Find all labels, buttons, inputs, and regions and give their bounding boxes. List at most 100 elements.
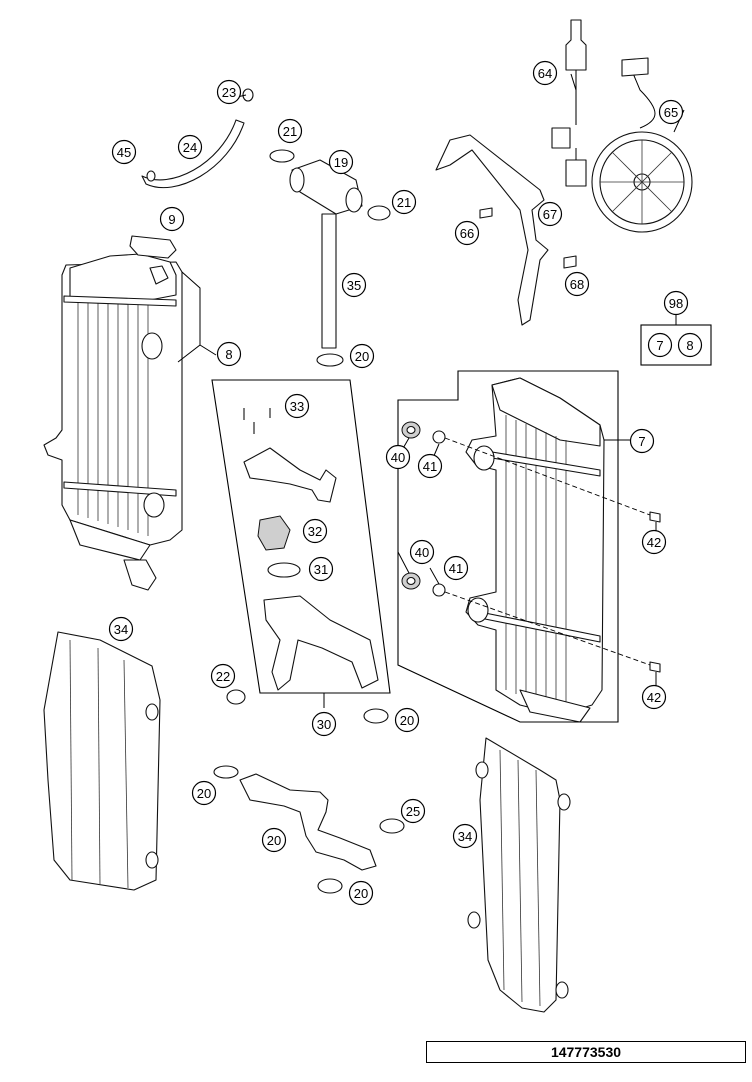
callout-number: 42 bbox=[647, 535, 661, 550]
callout-24: 24 bbox=[177, 134, 203, 160]
lower-hose-assembly bbox=[213, 689, 405, 894]
callout-number: 21 bbox=[283, 124, 297, 139]
callout-circle bbox=[108, 616, 134, 642]
callout-8: 8 bbox=[677, 332, 703, 358]
callout-circle bbox=[328, 149, 354, 175]
callout-34: 34 bbox=[452, 823, 478, 849]
callout-20: 20 bbox=[349, 343, 375, 369]
right-radiator-spoiler bbox=[467, 737, 571, 1013]
callout-41: 41 bbox=[443, 555, 469, 581]
callout-number: 68 bbox=[570, 277, 584, 292]
thermostat-group-frame bbox=[211, 379, 391, 694]
callout-68: 68 bbox=[564, 271, 590, 297]
callout-number: 33 bbox=[290, 399, 304, 414]
callout-circle bbox=[391, 189, 417, 215]
callout-circle bbox=[111, 139, 137, 165]
callout-40: 40 bbox=[385, 444, 411, 470]
callout-25: 25 bbox=[400, 798, 426, 824]
fan-bracket bbox=[435, 134, 577, 326]
callout-circle bbox=[663, 290, 689, 316]
callout-circle bbox=[308, 556, 334, 582]
callout-98: 98 bbox=[663, 290, 689, 316]
thermostat-parts bbox=[243, 408, 379, 691]
callout-number: 7 bbox=[656, 338, 663, 353]
left-radiator bbox=[43, 235, 183, 591]
callout-23: 23 bbox=[216, 79, 242, 105]
callout-66: 66 bbox=[454, 220, 480, 246]
callout-number: 66 bbox=[460, 226, 474, 241]
callout-number: 23 bbox=[222, 85, 236, 100]
callout-circle bbox=[658, 99, 684, 125]
callout-32: 32 bbox=[302, 518, 328, 544]
callout-circle bbox=[216, 79, 242, 105]
callout-40: 40 bbox=[409, 539, 435, 565]
callout-number: 9 bbox=[168, 212, 175, 227]
callout-number: 34 bbox=[458, 829, 472, 844]
callout-number: 42 bbox=[647, 690, 661, 705]
callout-circle bbox=[394, 707, 420, 733]
callout-number: 45 bbox=[117, 145, 131, 160]
callout-number: 40 bbox=[391, 450, 405, 465]
callout-number: 20 bbox=[267, 833, 281, 848]
callout-circle bbox=[341, 272, 367, 298]
callout-30: 30 bbox=[311, 711, 337, 737]
callout-number: 98 bbox=[669, 296, 683, 311]
callout-number: 40 bbox=[415, 545, 429, 560]
callout-number: 20 bbox=[197, 786, 211, 801]
radiator-bracket-line bbox=[177, 271, 201, 363]
callout-circle bbox=[400, 798, 426, 824]
callout-number: 64 bbox=[538, 66, 552, 81]
callout-circle bbox=[159, 206, 185, 232]
callout-number: 8 bbox=[686, 338, 693, 353]
callout-circle bbox=[677, 332, 703, 358]
callout-19: 19 bbox=[328, 149, 354, 175]
callout-circle bbox=[647, 332, 673, 358]
callout-number: 19 bbox=[334, 155, 348, 170]
callout-20: 20 bbox=[261, 827, 287, 853]
callout-circle bbox=[409, 539, 435, 565]
callout-number: 41 bbox=[423, 459, 437, 474]
callout-64: 64 bbox=[532, 60, 558, 86]
callout-circle bbox=[210, 663, 236, 689]
callout-circle bbox=[564, 271, 590, 297]
callout-circle bbox=[261, 827, 287, 853]
callout-circle bbox=[302, 518, 328, 544]
kit-box bbox=[640, 315, 712, 366]
callout-20: 20 bbox=[348, 880, 374, 906]
callout-22: 22 bbox=[210, 663, 236, 689]
callout-circle bbox=[417, 453, 443, 479]
callout-20: 20 bbox=[191, 780, 217, 806]
callout-number: 41 bbox=[449, 561, 463, 576]
callout-circle bbox=[277, 118, 303, 144]
callout-circle bbox=[191, 780, 217, 806]
callout-circle bbox=[284, 393, 310, 419]
callout-67: 67 bbox=[537, 201, 563, 227]
callout-number: 30 bbox=[317, 717, 331, 732]
callout-number: 22 bbox=[216, 669, 230, 684]
callout-circle bbox=[349, 343, 375, 369]
callout-circle bbox=[348, 880, 374, 906]
callout-circle bbox=[532, 60, 558, 86]
callout-31: 31 bbox=[308, 556, 334, 582]
callout-number: 20 bbox=[354, 886, 368, 901]
callout-35: 35 bbox=[341, 272, 367, 298]
radiator-group-frame bbox=[397, 370, 619, 723]
vent-hose bbox=[141, 88, 254, 189]
grommets-and-bolts bbox=[401, 421, 661, 673]
callout-circle bbox=[216, 341, 242, 367]
callout-number: 67 bbox=[543, 207, 557, 222]
callout-number: 24 bbox=[183, 140, 197, 155]
callout-7: 7 bbox=[647, 332, 673, 358]
callout-circle bbox=[454, 220, 480, 246]
callout-circle bbox=[629, 428, 655, 454]
callout-42: 42 bbox=[641, 529, 667, 555]
callout-number: 8 bbox=[225, 347, 232, 362]
right-radiator bbox=[465, 377, 605, 723]
callout-65: 65 bbox=[658, 99, 684, 125]
callout-number: 32 bbox=[308, 524, 322, 539]
callout-number: 35 bbox=[347, 278, 361, 293]
callout-number: 20 bbox=[400, 713, 414, 728]
callout-number: 31 bbox=[314, 562, 328, 577]
